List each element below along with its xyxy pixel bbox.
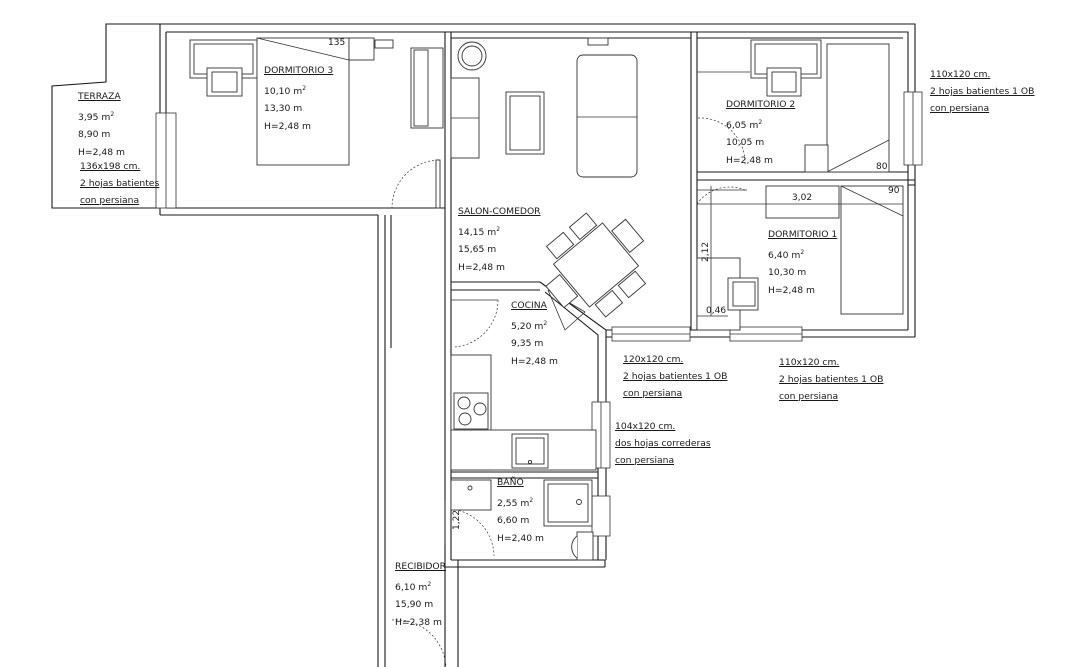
room-name: TERRAZA bbox=[78, 91, 121, 102]
dimension-d2-bed: 80 bbox=[876, 162, 888, 172]
furniture-cocina bbox=[450, 354, 597, 471]
room-perimeter: 9,35 m bbox=[511, 338, 544, 350]
window-type: 2 hojas batientes 1 OB bbox=[779, 374, 884, 385]
window-type: dos hojas correderas bbox=[615, 438, 711, 449]
room-name: BAÑO bbox=[497, 477, 524, 488]
room-name: DORMITORIO 1 bbox=[768, 229, 838, 240]
room-perimeter: 15,65 m bbox=[458, 244, 497, 256]
room-area: 10,10 m2 bbox=[264, 84, 307, 97]
window-extra: con persiana bbox=[615, 455, 675, 466]
dimension-bath-door: 1,22 bbox=[452, 509, 462, 530]
room-label-bano: BAÑO 2,55 m2 6,60 m H=2,40 m bbox=[497, 474, 544, 547]
window-note-dormitorio-2: 110x120 cm. 2 hojas batientes 1 OB con p… bbox=[930, 66, 1034, 117]
room-name: RECIBIDOR bbox=[395, 561, 447, 572]
windows bbox=[155, 91, 923, 537]
furniture-dormitorio-3 bbox=[189, 37, 444, 166]
room-height: H=2,48 m bbox=[511, 355, 558, 367]
room-label-terraza: TERRAZA 3,95 m2 8,90 m H=2,48 m bbox=[78, 88, 125, 161]
doors bbox=[391, 117, 747, 667]
window-extra: con persiana bbox=[779, 391, 839, 402]
room-area: 6,10 m2 bbox=[395, 580, 432, 593]
window-note-dormitorio-1: 110x120 cm. 2 hojas batientes 1 OB con p… bbox=[779, 354, 883, 405]
furniture-salon bbox=[450, 37, 647, 318]
window-size: 104x120 cm. bbox=[615, 421, 676, 432]
room-perimeter: 10,05 m bbox=[726, 137, 765, 149]
window-size: 136x198 cm. bbox=[80, 161, 141, 172]
furniture-dormitorio-1 bbox=[696, 185, 904, 331]
room-height: H=2,40 m bbox=[497, 532, 544, 544]
dimension-lines bbox=[444, 186, 903, 545]
room-area: 6,40 m2 bbox=[768, 248, 805, 261]
room-perimeter: 8,90 m bbox=[78, 129, 111, 141]
room-label-recibidor: RECIBIDOR 6,10 m2 15,90 m H=2,38 m bbox=[395, 558, 446, 631]
room-height: H=2,48 m bbox=[78, 146, 125, 158]
room-height: H=2,48 m bbox=[768, 284, 815, 296]
room-name: DORMITORIO 3 bbox=[264, 65, 334, 76]
dimension-d1-desk: 0,46 bbox=[706, 306, 727, 316]
room-area: 2,55 m2 bbox=[497, 496, 534, 509]
window-extra: con persiana bbox=[623, 388, 683, 399]
room-label-salon-comedor: SALON-COMEDOR 14,15 m2 15,65 m H=2,48 m bbox=[458, 203, 541, 276]
window-note-cocina: 104x120 cm. dos hojas correderas con per… bbox=[615, 418, 711, 469]
room-perimeter: 13,30 m bbox=[264, 103, 303, 115]
room-perimeter: 6,60 m bbox=[497, 515, 530, 527]
room-label-dormitorio-3: DORMITORIO 3 10,10 m2 13,30 m H=2,48 m bbox=[264, 62, 333, 135]
window-size: 120x120 cm. bbox=[623, 354, 684, 365]
room-height: H=2,48 m bbox=[458, 261, 505, 273]
window-note-salon: 120x120 cm. 2 hojas batientes 1 OB con p… bbox=[623, 351, 727, 402]
room-height: H=2,48 m bbox=[264, 120, 311, 132]
furniture-dormitorio-2 bbox=[697, 39, 890, 173]
room-name: SALON-COMEDOR bbox=[458, 206, 541, 217]
room-label-dormitorio-2: DORMITORIO 2 6,05 m2 10,05 m H=2,48 m bbox=[726, 96, 795, 169]
furniture-bano bbox=[450, 479, 594, 561]
window-extra: con persiana bbox=[930, 103, 990, 114]
room-label-cocina: COCINA 5,20 m2 9,35 m H=2,48 m bbox=[511, 297, 558, 370]
room-name: DORMITORIO 2 bbox=[726, 99, 796, 110]
room-height: H=2,38 m bbox=[395, 616, 442, 628]
dimension-d1-height: 2,12 bbox=[701, 241, 711, 262]
window-size: 110x120 cm. bbox=[779, 357, 840, 368]
room-name: COCINA bbox=[511, 300, 547, 311]
room-perimeter: 10,30 m bbox=[768, 267, 807, 279]
room-label-dormitorio-1: DORMITORIO 1 6,40 m2 10,30 m H=2,48 m bbox=[768, 226, 837, 299]
dimension-d1-bed: 90 bbox=[888, 186, 900, 196]
dimension-d1-width: 3,02 bbox=[792, 193, 813, 203]
window-size: 110x120 cm. bbox=[930, 69, 991, 80]
window-note-terraza: 136x198 cm. 2 hojas batientes con persia… bbox=[80, 158, 159, 209]
window-type: 2 hojas batientes 1 OB bbox=[623, 371, 728, 382]
window-type: 2 hojas batientes bbox=[80, 178, 160, 189]
room-perimeter: 15,90 m bbox=[395, 599, 434, 611]
room-height: H=2,48 m bbox=[726, 154, 773, 166]
room-area: 3,95 m2 bbox=[78, 110, 115, 123]
room-area: 14,15 m2 bbox=[458, 225, 501, 238]
room-area: 6,05 m2 bbox=[726, 118, 763, 131]
window-type: 2 hojas batientes 1 OB bbox=[930, 86, 1035, 97]
dimension-d3-bed: 135 bbox=[328, 38, 346, 48]
room-area: 5,20 m2 bbox=[511, 319, 548, 332]
window-extra: con persiana bbox=[80, 195, 140, 206]
